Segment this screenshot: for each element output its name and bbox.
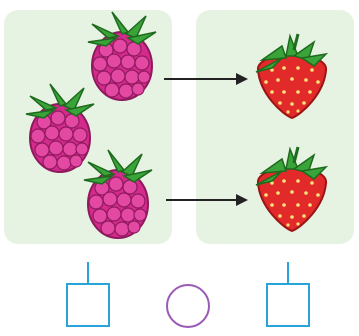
compare-circle[interactable]: [166, 284, 210, 328]
left-count-box[interactable]: [66, 283, 110, 327]
right-count-box[interactable]: [266, 283, 310, 327]
match-arrow-top: [164, 73, 248, 85]
match-arrow-bottom: [166, 194, 248, 206]
